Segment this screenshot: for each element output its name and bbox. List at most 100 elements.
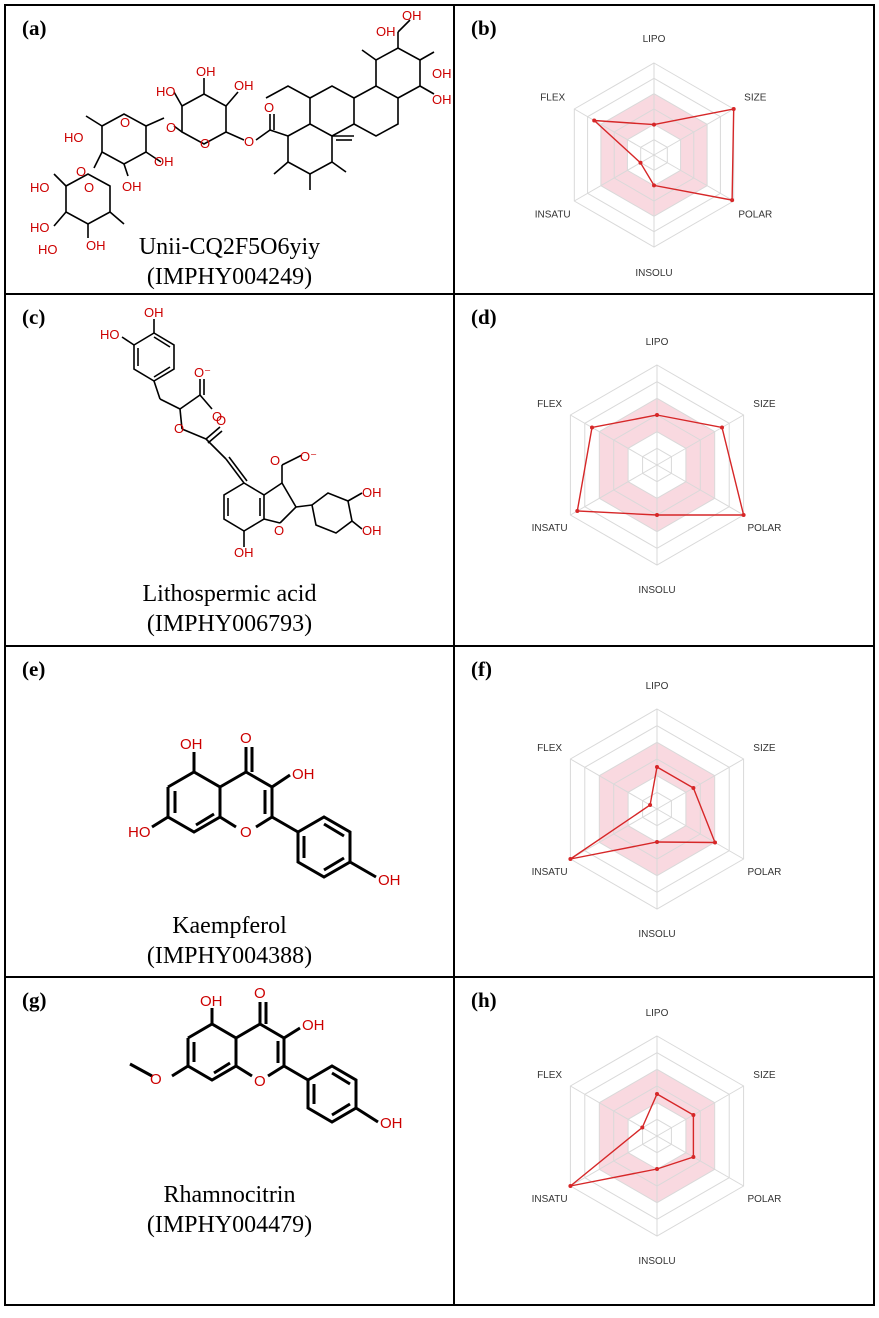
svg-text:OH: OH (234, 78, 254, 93)
axis-label-insatu: INSATU (532, 867, 568, 878)
axis-label-size: SIZE (753, 1070, 776, 1081)
axis-label-polar: POLAR (747, 523, 781, 534)
svg-text:OH: OH (180, 736, 203, 753)
svg-text:HO: HO (156, 84, 176, 99)
svg-text:O: O (216, 413, 226, 428)
axis-spoke-polar (656, 808, 744, 860)
svg-text:OH: OH (362, 485, 382, 500)
axis-label-flex: FLEX (537, 743, 562, 754)
axis-label-lipo: LIPO (643, 34, 666, 45)
svg-text:OH: OH (432, 66, 452, 81)
data-point-flex (590, 425, 594, 430)
axis-label-insolu: INSOLU (638, 585, 675, 596)
svg-text:HO: HO (100, 327, 120, 342)
svg-text:O: O (270, 453, 280, 468)
panel-label-g: (g) (22, 988, 47, 1012)
structure-kaempferol: OH O OH HO O OH (128, 730, 401, 889)
axis-label-insatu: INSATU (532, 523, 568, 534)
svg-text:OH: OH (432, 92, 452, 107)
data-point-polar (691, 1155, 696, 1159)
axis-label-size: SIZE (753, 399, 776, 410)
svg-text:OH: OH (122, 179, 142, 194)
data-point-flex (648, 803, 653, 807)
svg-text:OH: OH (376, 24, 396, 39)
axis-label-insatu: INSATU (535, 210, 571, 221)
data-point-insolu (655, 1167, 659, 1171)
axis-label-size: SIZE (753, 743, 776, 754)
data-point-flex (592, 118, 597, 123)
data-point-polar (730, 198, 735, 203)
axis-label-polar: POLAR (747, 867, 781, 878)
data-point-insatu (575, 509, 580, 513)
axis-spoke-polar (656, 464, 744, 516)
panel-e: (e) (6, 647, 455, 978)
svg-text:HO: HO (30, 220, 50, 235)
axis-spoke-size (656, 414, 744, 466)
svg-text:OH: OH (402, 8, 422, 23)
svg-text:HO: HO (128, 824, 151, 841)
svg-text:OH: OH (234, 545, 254, 560)
compound-id: (IMPHY004249) (146, 264, 313, 290)
axis-label-lipo: LIPO (646, 1008, 669, 1019)
svg-text:OH: OH (86, 238, 106, 253)
axis-spoke-size (653, 108, 734, 156)
data-point-insolu (652, 183, 656, 188)
data-point-size (720, 425, 724, 430)
data-point-lipo (655, 413, 659, 417)
svg-text:HO: HO (38, 242, 58, 257)
axis-label-polar: POLAR (747, 1194, 781, 1205)
axis-label-lipo: LIPO (646, 337, 669, 348)
svg-text:OH: OH (200, 993, 223, 1010)
axis-label-insolu: INSOLU (635, 268, 672, 279)
compound-id: (IMPHY006793) (146, 611, 313, 637)
svg-text:HO: HO (64, 130, 84, 145)
data-point-insolu (655, 513, 659, 517)
svg-text:O: O (212, 409, 222, 424)
structure-rhamnocitrin: OH O OH O O OH (129, 985, 403, 1132)
axis-spoke-flex (570, 414, 658, 466)
panel-label-c: (c) (22, 305, 46, 329)
svg-text:O: O (84, 180, 94, 195)
data-point-insatu (638, 160, 643, 165)
svg-text:OH: OH (292, 766, 315, 783)
data-point-size (731, 107, 736, 111)
data-point-lipo (655, 1092, 659, 1096)
axis-spoke-size (656, 1085, 744, 1137)
svg-text:O⁻: O⁻ (194, 365, 211, 380)
compound-name: Kaempferol (172, 913, 287, 939)
svg-text:O: O (76, 164, 86, 179)
svg-text:OH: OH (144, 305, 164, 320)
axis-spoke-polar (653, 154, 734, 202)
svg-text:O: O (264, 100, 274, 115)
axis-spoke-insatu (570, 1135, 658, 1187)
data-point-polar (713, 840, 717, 845)
compound-caption-a: Unii-CQ2F5O6yiy (IMPHY004249) (6, 232, 453, 292)
data-point-polar (741, 513, 746, 517)
svg-text:O: O (254, 985, 266, 1002)
svg-text:OH: OH (302, 1017, 325, 1034)
figure-grid: (a) (4, 4, 875, 1306)
compound-name: Lithospermic acid (142, 581, 317, 607)
panel-label-h: (h) (471, 988, 497, 1012)
axis-label-lipo: LIPO (646, 681, 669, 692)
axis-spoke-polar (656, 1135, 744, 1187)
svg-text:OH: OH (154, 154, 174, 169)
compound-id: (IMPHY004479) (146, 1212, 313, 1238)
svg-text:OH: OH (378, 872, 401, 889)
data-point-insatu (568, 857, 573, 861)
svg-text:HO: HO (30, 180, 50, 195)
data-point-lipo (652, 122, 656, 127)
axis-spoke-insatu (570, 464, 658, 516)
svg-text:O: O (240, 730, 252, 747)
panel-a: (a) (6, 6, 455, 295)
compound-caption-g: Rhamnocitrin (IMPHY004479) (6, 1180, 453, 1240)
panel-g: (g) (6, 978, 455, 1304)
svg-text:O⁻: O⁻ (300, 449, 317, 464)
compound-caption-e: Kaempferol (IMPHY004388) (6, 911, 453, 971)
axis-spoke-size (656, 758, 744, 810)
svg-text:O: O (254, 1073, 266, 1090)
